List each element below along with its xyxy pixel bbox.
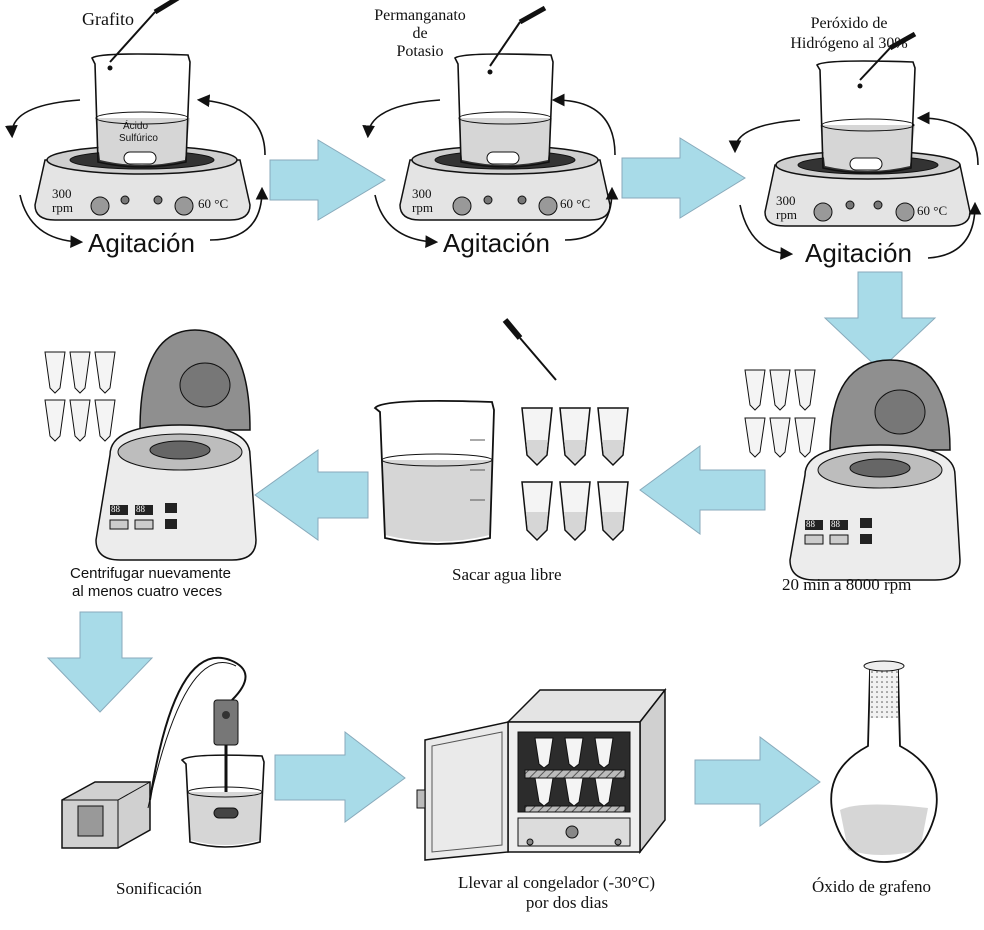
step8-tubes xyxy=(534,737,614,807)
step4-tubes-rack xyxy=(744,369,816,458)
step5-pipette xyxy=(502,318,557,381)
step3-rpm-value: 300 xyxy=(776,193,796,208)
flow-arrow-4-to-5 xyxy=(639,445,766,535)
step1-liquid-label-2: Sulfúrico xyxy=(119,133,158,144)
step4-display-2: 88 xyxy=(831,519,840,529)
temp-knob xyxy=(174,196,194,216)
step8-freezer xyxy=(506,687,667,855)
step7-sonicator-generator xyxy=(61,781,151,849)
step2-reagent-2: de xyxy=(412,25,428,42)
step2-rpm-value: 300 xyxy=(412,186,432,201)
step7-beaker xyxy=(180,754,265,848)
step1-temp: 60 °C xyxy=(198,196,229,211)
step6-caption-1: Centrifugar nuevamente xyxy=(70,565,231,582)
step2-dropper xyxy=(487,5,547,75)
step6-display-2: 88 xyxy=(136,504,145,514)
flow-arrow-5-to-6 xyxy=(254,449,369,541)
step3-reagent-2: Hidrógeno al 30% xyxy=(790,35,908,52)
step3-reagent-1: Peróxido de xyxy=(810,15,888,32)
step1-liquid-label-1: Ácido xyxy=(123,121,149,132)
step1-rotation-arrow-right xyxy=(196,94,266,156)
step8-caption-2: por dos dias xyxy=(525,893,609,912)
sonicator-cable xyxy=(149,656,247,801)
door-handle xyxy=(416,789,426,809)
step4-centrifuge xyxy=(789,359,961,581)
stir-bar xyxy=(123,151,157,165)
step1-rotation-arrow-right-bottom xyxy=(209,186,269,241)
step4-display-1: 88 xyxy=(806,519,815,529)
freezer-dial xyxy=(565,825,579,839)
step1-dropper xyxy=(107,0,180,71)
step6-tubes-rack xyxy=(44,351,116,442)
rpm-knob xyxy=(90,196,110,216)
step1-rotation-arrow-left-bottom xyxy=(19,194,84,249)
flow-arrow-6-down xyxy=(46,611,154,713)
step1-rotation-arrow-left xyxy=(4,99,81,139)
step2-rpm-unit: rpm xyxy=(412,200,433,215)
step3-temp: 60 °C xyxy=(917,203,948,218)
step2-beaker xyxy=(453,53,554,168)
step8-freezer-door xyxy=(416,721,509,861)
step7-caption: Sonificación xyxy=(116,879,202,898)
step1-beaker xyxy=(90,53,191,168)
flow-arrow-1-to-2 xyxy=(269,139,386,221)
flow-arrow-7-to-8 xyxy=(274,730,406,823)
step8-caption-1: Llevar al congelador (-30°C) xyxy=(458,873,656,892)
step2-temp: 60 °C xyxy=(560,196,591,211)
step1-reagent-label: Grafito xyxy=(82,9,134,29)
step2-reagent-1: Permanganato xyxy=(374,7,466,24)
step4-caption: 20 min a 8000 rpm xyxy=(782,575,912,594)
step6-caption-2: al menos cuatro veces xyxy=(72,583,223,600)
step1-rpm-value: 300 xyxy=(52,186,72,201)
step1-action: Agitación xyxy=(88,228,195,258)
step6-centrifuge xyxy=(95,329,257,561)
step3-rpm-unit: rpm xyxy=(776,207,797,222)
step1-rpm-unit: rpm xyxy=(52,200,73,215)
flow-arrow-3-down xyxy=(823,271,937,371)
step2-reagent-3: Potasio xyxy=(396,43,444,60)
flow-arrow-8-to-9 xyxy=(694,736,821,827)
step9-caption: Óxido de grafeno xyxy=(812,877,931,896)
step3-dropper xyxy=(857,31,917,89)
step3-beaker xyxy=(815,60,916,174)
step9-flask xyxy=(830,660,938,863)
flow-arrow-2-to-3 xyxy=(621,137,746,219)
step5-beaker xyxy=(373,399,495,545)
step3-action: Agitación xyxy=(805,238,912,268)
step5-caption: Sacar agua libre xyxy=(452,565,562,584)
step2-action: Agitación xyxy=(443,228,550,258)
step6-display-1: 88 xyxy=(111,504,120,514)
